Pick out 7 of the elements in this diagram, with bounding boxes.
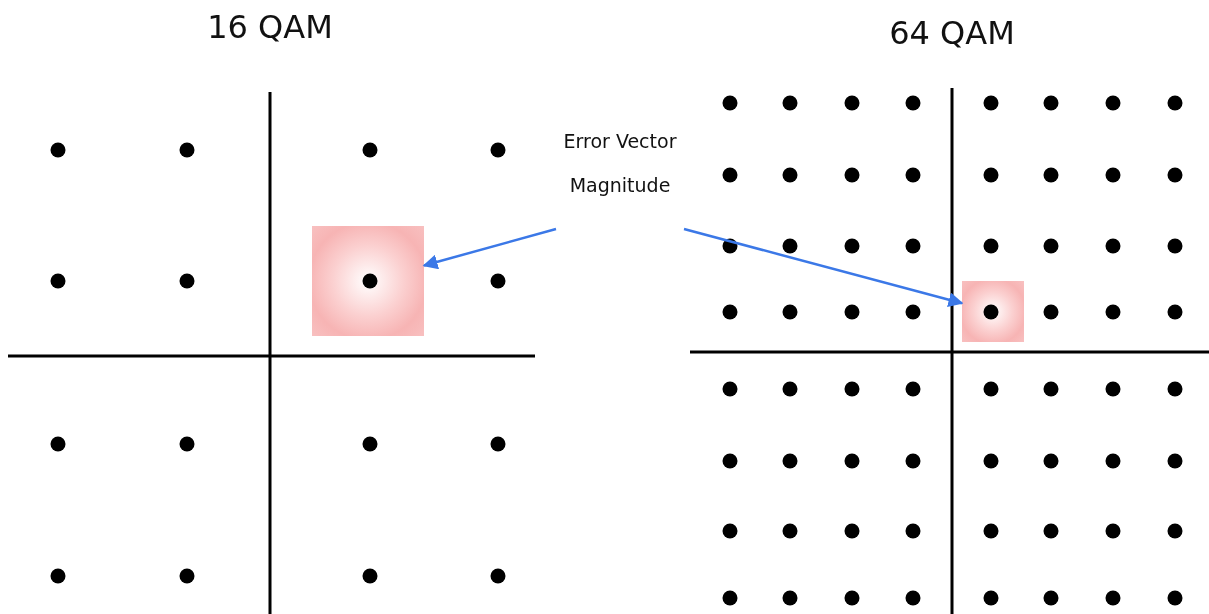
callout-text: Error Vector Magnitude [562, 129, 678, 198]
chart-title: 64 QAM [888, 14, 1016, 52]
arrow [422, 227, 557, 270]
error-region [312, 226, 424, 336]
arrow [683, 227, 964, 307]
error-region [962, 281, 1024, 342]
chart-title: 16 QAM [206, 8, 334, 46]
